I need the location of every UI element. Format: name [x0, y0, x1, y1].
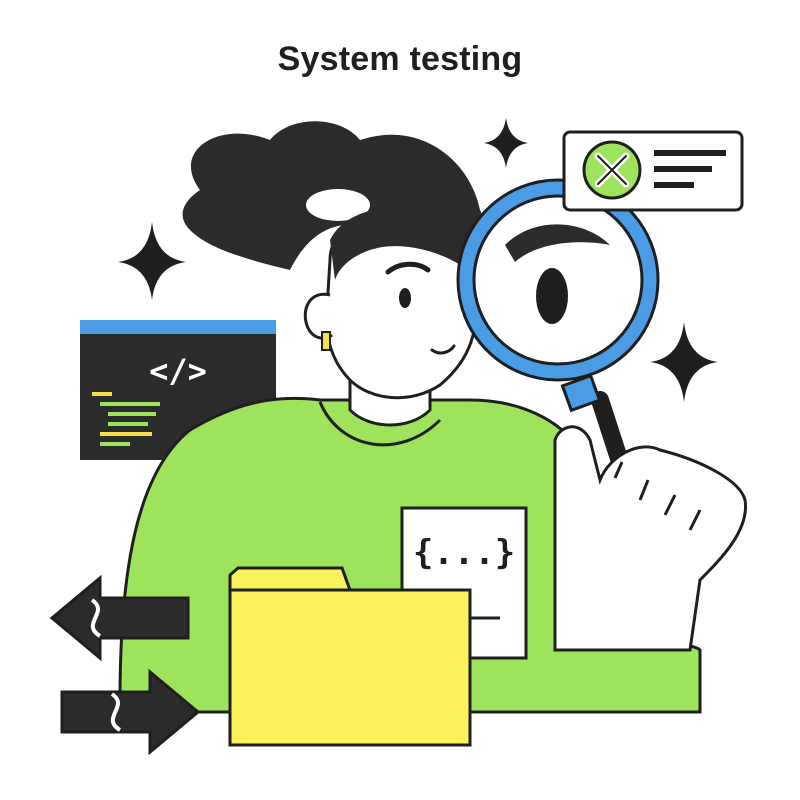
collar	[318, 401, 442, 447]
sparkle-icon	[650, 322, 718, 402]
hair-fringe	[330, 207, 470, 280]
earring	[321, 331, 331, 351]
arrow-icon	[60, 668, 201, 756]
arrow-icon	[49, 574, 190, 662]
curly-braces-icon: {...}	[413, 533, 515, 573]
code-brackets-icon: </>	[149, 352, 207, 390]
eye	[399, 288, 411, 308]
mouth	[430, 344, 456, 355]
error-popup	[562, 130, 744, 212]
folder-icon	[228, 566, 472, 747]
eyebrow	[385, 261, 431, 275]
hair	[182, 121, 491, 330]
page-title: System testing	[277, 40, 523, 78]
code-window: </>	[80, 320, 276, 460]
sparkle-icon	[118, 222, 186, 300]
sparkle-icon	[484, 118, 528, 168]
hand	[553, 425, 748, 652]
